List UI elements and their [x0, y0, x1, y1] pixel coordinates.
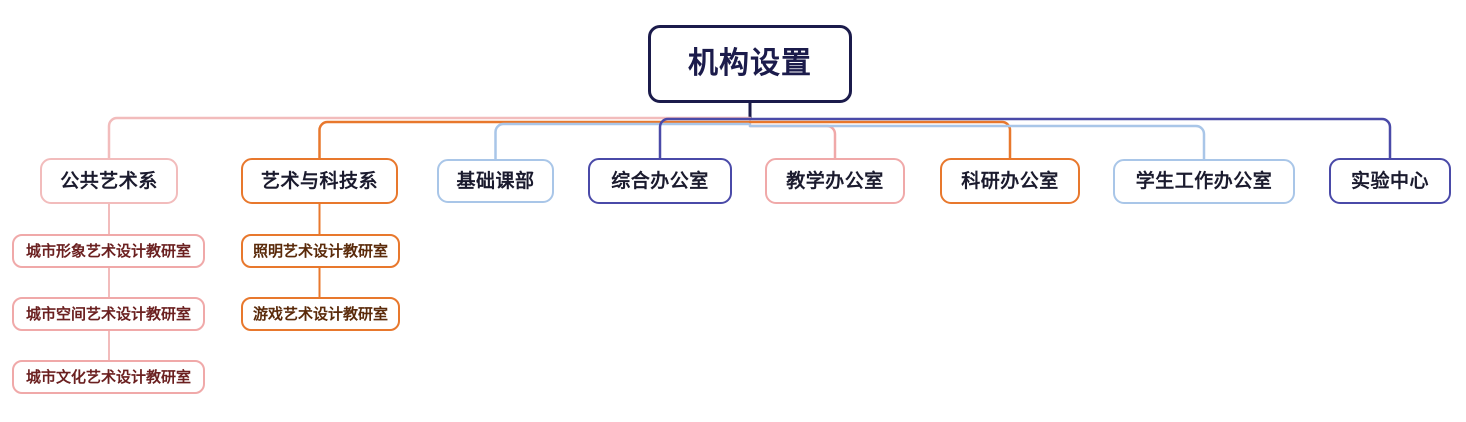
org-node-department-6[interactable]: 学生工作办公室 [1113, 159, 1295, 204]
connector [658, 117, 752, 160]
connector [748, 117, 1392, 160]
org-node-department-5[interactable]: 科研办公室 [940, 158, 1080, 204]
connector [107, 116, 752, 160]
org-node-office-1[interactable]: 城市空间艺术设计教研室 [12, 297, 205, 331]
org-node-root[interactable]: 机构设置 [648, 25, 852, 103]
org-node-department-7[interactable]: 实验中心 [1329, 158, 1451, 204]
org-node-department-2[interactable]: 基础课部 [437, 159, 554, 203]
org-node-department-4[interactable]: 教学办公室 [765, 158, 905, 204]
connector [748, 120, 1012, 160]
org-node-department-0[interactable]: 公共艺术系 [40, 158, 178, 204]
org-node-office-0[interactable]: 城市形象艺术设计教研室 [12, 234, 205, 268]
connector [318, 120, 752, 160]
org-node-department-3[interactable]: 综合办公室 [588, 158, 732, 204]
connector [494, 122, 752, 161]
org-node-department-1[interactable]: 艺术与科技系 [241, 158, 398, 204]
connector [748, 124, 1206, 161]
connector [748, 124, 837, 160]
org-node-office-3[interactable]: 照明艺术设计教研室 [241, 234, 400, 268]
org-node-office-4[interactable]: 游戏艺术设计教研室 [241, 297, 400, 331]
org-node-office-2[interactable]: 城市文化艺术设计教研室 [12, 360, 205, 394]
